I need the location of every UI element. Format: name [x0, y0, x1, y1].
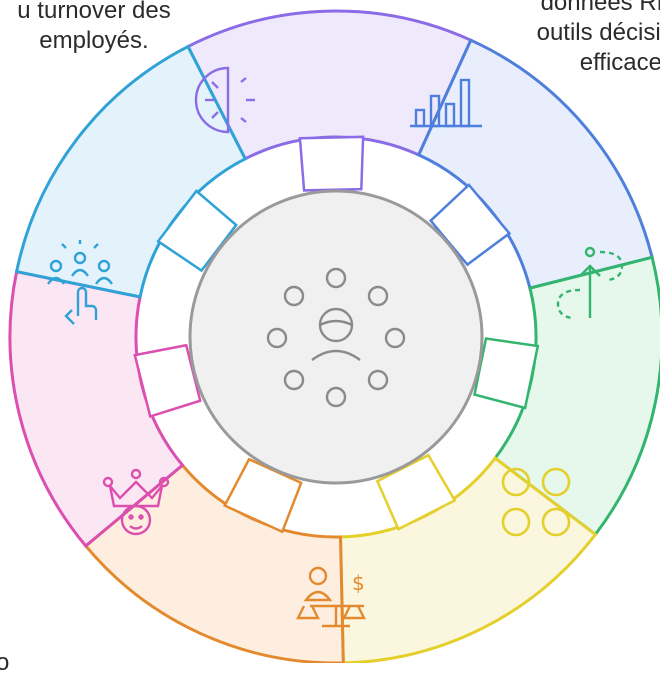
top-left-label-line-1: u turnover des — [17, 0, 171, 24]
bar-chart-icon — [410, 78, 482, 128]
balance-person-icon: $ — [296, 566, 366, 628]
top-right-label-line-2: outils décisio — [536, 19, 660, 46]
top-right-label-line-3: efficaces — [579, 49, 660, 76]
top-right-label-line-1: données RH — [540, 0, 660, 16]
top-right-label: données RH outils décisio efficaces — [434, 0, 660, 78]
svg-text:$: $ — [352, 571, 365, 595]
segment-tab-purple — [298, 135, 365, 192]
segment-tab-orange — [222, 457, 303, 534]
wheel-diagram: $ — [8, 9, 660, 663]
segment-cyan — [14, 44, 248, 299]
segment-tab-pink — [133, 343, 202, 418]
network-person-icon — [266, 267, 406, 408]
top-left-label: u turnover des employés. — [0, 0, 194, 56]
crowned-face-icon — [102, 468, 170, 536]
half-circle-icon — [194, 66, 255, 134]
team-selection-icon — [47, 240, 113, 325]
segment-tab-yellow — [375, 453, 457, 531]
growth-arrow-icon — [556, 246, 624, 320]
segment-tab-blue — [428, 183, 512, 267]
segment-tab-cyan — [156, 189, 238, 273]
segment-tab-green — [473, 337, 540, 410]
top-left-label-line-2: employés. — [39, 27, 149, 54]
wheel-segments — [8, 9, 660, 663]
four-circles-icon — [501, 467, 571, 537]
center-hub — [188, 189, 484, 485]
